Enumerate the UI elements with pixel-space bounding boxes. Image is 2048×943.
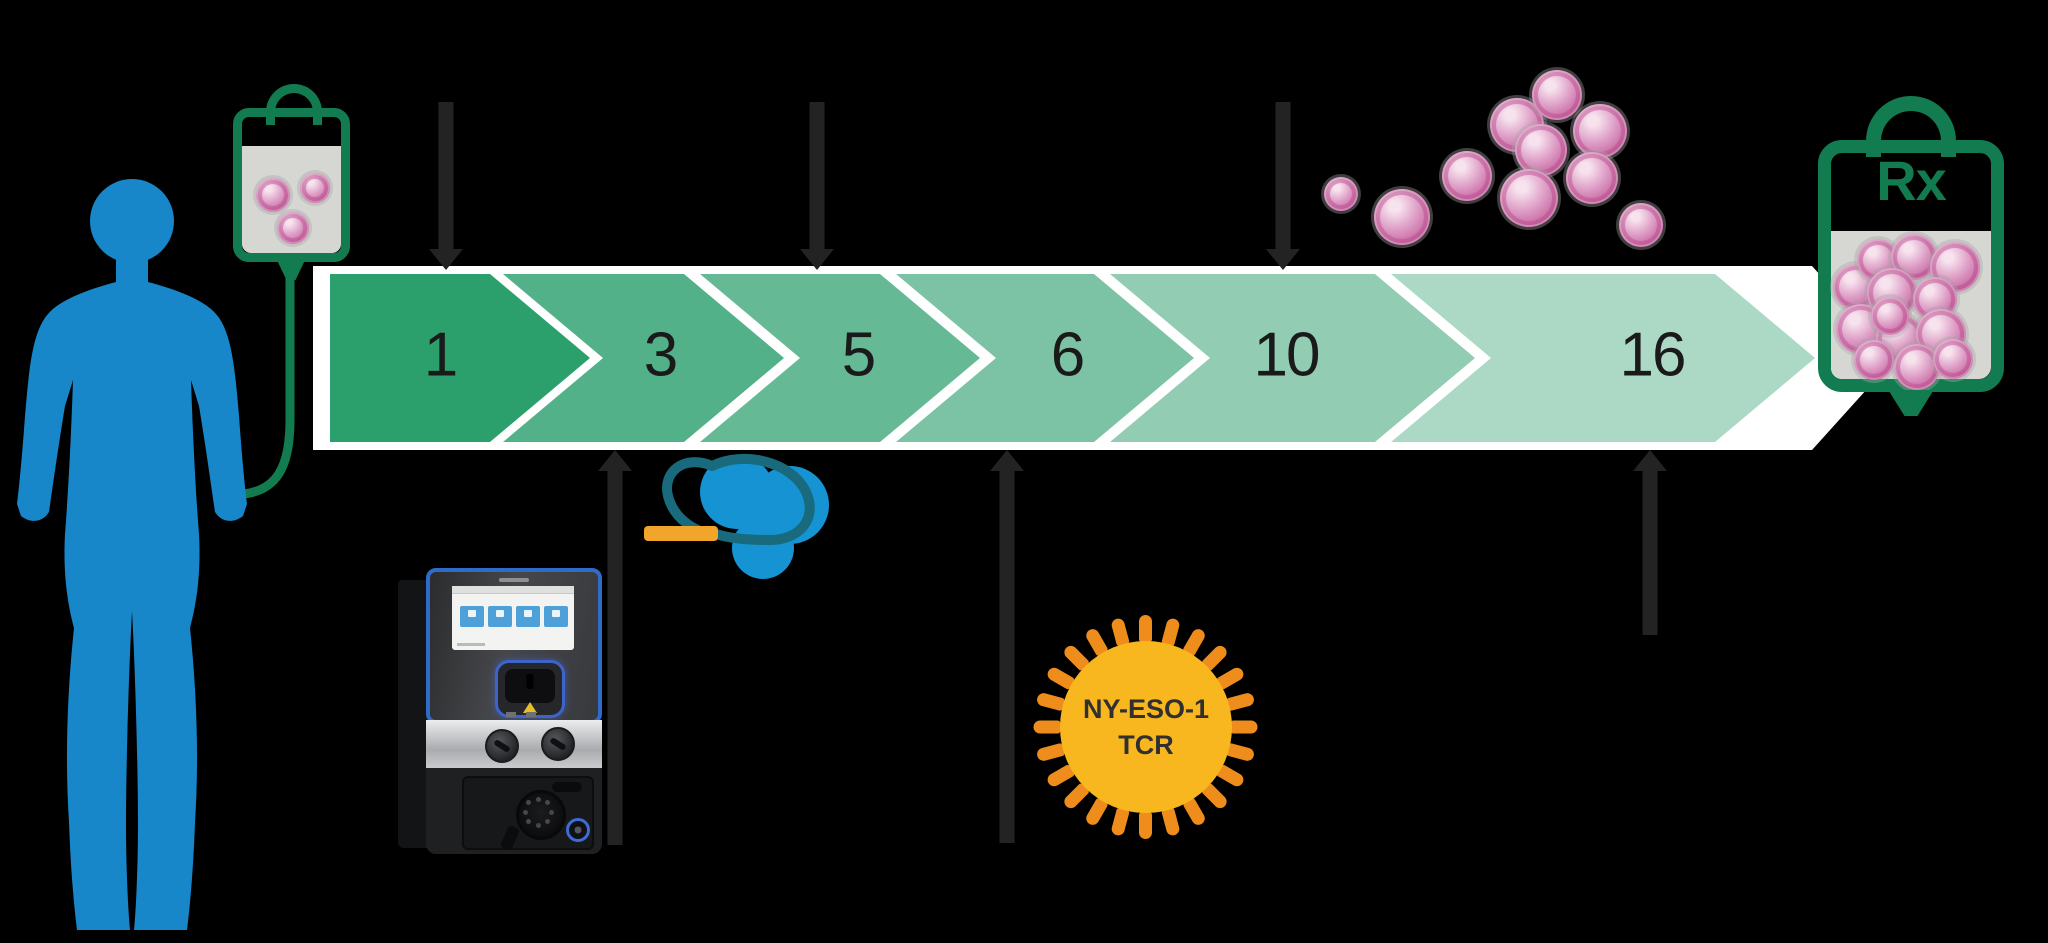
down-arrow-marker xyxy=(1266,102,1300,270)
day-number: 10 xyxy=(1253,320,1319,390)
arrow-head xyxy=(429,249,463,270)
day-number: 16 xyxy=(1619,320,1685,390)
up-arrow-marker xyxy=(1633,450,1667,635)
pump-slot xyxy=(552,782,582,792)
down-arrow-marker xyxy=(429,102,463,270)
cell-icon xyxy=(277,212,309,244)
cell-icon xyxy=(1933,339,1973,379)
machine-front-panel xyxy=(426,568,602,724)
cell-icon xyxy=(300,173,330,203)
cell-icon xyxy=(1619,203,1663,247)
panel-glyph xyxy=(506,712,516,717)
cell-icon xyxy=(1374,189,1430,245)
machine-pump-section xyxy=(426,768,602,854)
cell-icon xyxy=(1515,124,1567,176)
viral-vector-icon: NY-ESO-1 TCR xyxy=(1033,615,1258,839)
machine-cartridge-port xyxy=(495,660,565,718)
bag-spout xyxy=(275,256,307,280)
iv-tube-line xyxy=(239,272,295,499)
cell-blob xyxy=(732,517,794,579)
pump-roller-dot xyxy=(535,822,541,828)
machine-power-button xyxy=(566,818,590,842)
cell-icon xyxy=(1442,151,1492,201)
arrow-shaft xyxy=(607,470,623,845)
arrow-head xyxy=(598,450,632,471)
cell-icon xyxy=(1871,297,1909,335)
warning-triangle-icon xyxy=(523,702,537,713)
day-number: 3 xyxy=(643,320,677,390)
screen-app-button xyxy=(460,606,484,627)
bag-handle xyxy=(266,84,322,125)
day-number: 1 xyxy=(423,320,457,390)
cell-icon xyxy=(256,178,290,212)
pump-roller-dot xyxy=(526,800,532,806)
cell-icon xyxy=(1894,344,1940,390)
up-arrow-marker xyxy=(990,450,1024,843)
port-keyhole xyxy=(526,674,534,689)
screen-titlebar xyxy=(452,586,574,594)
arrow-head xyxy=(800,249,834,270)
pump-roller-dot xyxy=(548,809,554,815)
machine-logo xyxy=(499,578,529,582)
cell-icon xyxy=(1854,340,1894,380)
day-number: 6 xyxy=(1050,320,1084,390)
arrow-head xyxy=(990,450,1024,471)
arrow-shaft xyxy=(1642,470,1658,635)
apheresis-bag-icon xyxy=(233,82,351,282)
port-socket xyxy=(505,669,555,703)
cell-icon xyxy=(1566,152,1618,204)
pump-roller-dot xyxy=(526,818,532,824)
pump-roller-dot xyxy=(535,796,541,802)
machine-screen xyxy=(452,586,574,650)
patient-head xyxy=(90,179,174,263)
vector-body xyxy=(1060,641,1232,813)
cell-icon xyxy=(1532,70,1582,120)
arrow-shaft xyxy=(809,102,825,250)
patient-icon xyxy=(17,179,247,930)
panel-glyph xyxy=(526,712,536,717)
machine-knob xyxy=(485,729,519,763)
screen-app-button xyxy=(488,606,512,627)
peristaltic-pump-icon xyxy=(516,790,566,840)
arrow-shaft xyxy=(438,102,454,250)
cell-icon xyxy=(1324,177,1358,211)
pump-roller-dot xyxy=(544,818,550,824)
vector-label-line2: TCR xyxy=(1118,730,1174,760)
tubing-connector xyxy=(644,526,718,541)
pump-arm xyxy=(499,824,521,852)
pump-roller-dot xyxy=(522,809,528,815)
bag-spout xyxy=(1888,390,1934,416)
arrow-head xyxy=(1266,249,1300,270)
vector-spike xyxy=(1139,615,1152,642)
down-arrow-marker xyxy=(800,102,834,270)
cell-processing-machine-icon xyxy=(398,568,604,856)
screen-app-button xyxy=(516,606,540,627)
pump-recess xyxy=(462,776,594,852)
cell-icon xyxy=(1500,169,1558,227)
patient-body xyxy=(17,260,247,930)
arrow-head xyxy=(1633,450,1667,471)
cell-icon xyxy=(1573,104,1627,158)
viral-vector-label: NY-ESO-1 TCR xyxy=(1034,615,1258,839)
day-number: 5 xyxy=(841,320,875,390)
screen-app-button xyxy=(544,606,568,627)
machine-knob xyxy=(541,727,575,761)
product-bag-icon: Rx xyxy=(1818,96,2004,416)
screen-status-text xyxy=(457,643,485,646)
rx-label: Rx xyxy=(1876,149,1947,212)
arrow-shaft xyxy=(999,470,1015,843)
pump-roller-dot xyxy=(544,800,550,806)
cells-with-tubing-icon xyxy=(644,453,829,579)
arrow-shaft xyxy=(1275,102,1291,250)
machine-steel-band xyxy=(426,720,602,768)
vector-label-line1: NY-ESO-1 xyxy=(1082,694,1210,724)
up-arrow-marker xyxy=(598,450,632,845)
